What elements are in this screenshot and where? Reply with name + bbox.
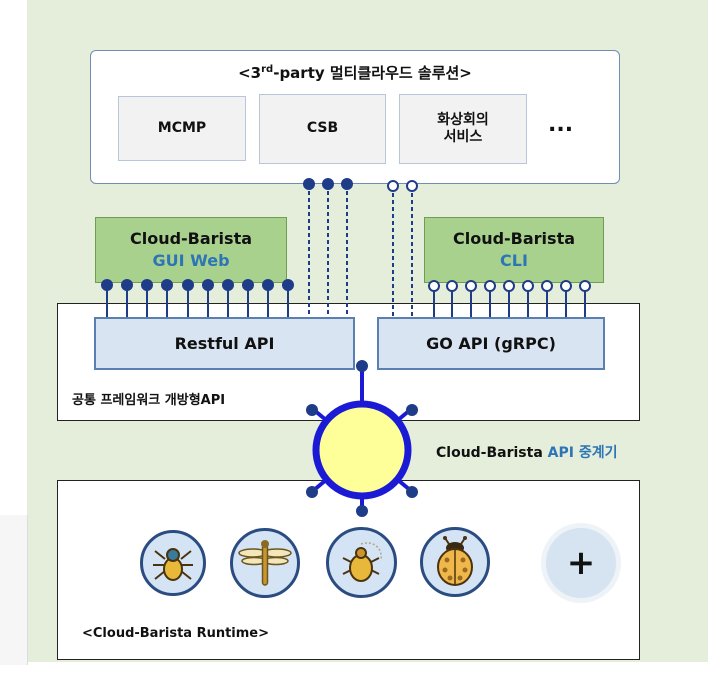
service-video-conference: 화상회의 서비스 xyxy=(399,94,527,164)
api-relay-hub xyxy=(306,360,418,517)
ladybug-icon xyxy=(420,527,490,597)
restful-third-party-connectors xyxy=(308,184,413,317)
third-party-filled-connectors xyxy=(303,178,353,190)
service-mcmp: MCMP xyxy=(118,96,246,161)
runtime-label: <Cloud-Barista Runtime> xyxy=(82,626,270,641)
api-relay-label: Cloud-Barista API 중계기 xyxy=(436,442,618,462)
cli-box: Cloud-Barista CLI xyxy=(424,217,604,283)
plus-icon: + xyxy=(541,523,621,603)
third-party-title: <3rd-party 멀티클라우드 솔루션> xyxy=(238,64,472,82)
go-api-box: GO API (gRPC) xyxy=(377,317,605,370)
beetle-icon xyxy=(326,527,397,598)
dragonfly-icon xyxy=(230,528,300,598)
cli-subtitle: CLI xyxy=(500,251,528,270)
spider-icon xyxy=(140,530,206,596)
more-services-ellipsis: ... xyxy=(548,112,574,137)
third-party-open-connectors xyxy=(387,180,418,192)
side-thumbnail xyxy=(0,515,28,665)
gui-web-title: Cloud-Barista xyxy=(129,229,253,249)
service-csb: CSB xyxy=(259,94,386,164)
gui-web-connector-dots xyxy=(101,279,294,291)
plus-symbol: + xyxy=(566,543,596,583)
cli-title: Cloud-Barista xyxy=(452,229,576,249)
cli-connector-rings xyxy=(428,280,591,292)
restful-api-box: Restful API xyxy=(94,317,355,370)
gui-web-connector-lines xyxy=(106,285,289,317)
framework-label: 공통 프레임워크 개방형API xyxy=(72,393,226,408)
relay-title: Cloud-Barista xyxy=(436,445,543,461)
gui-web-subtitle: GUI Web xyxy=(152,251,230,270)
relay-subtitle: API 중계기 xyxy=(547,445,618,461)
